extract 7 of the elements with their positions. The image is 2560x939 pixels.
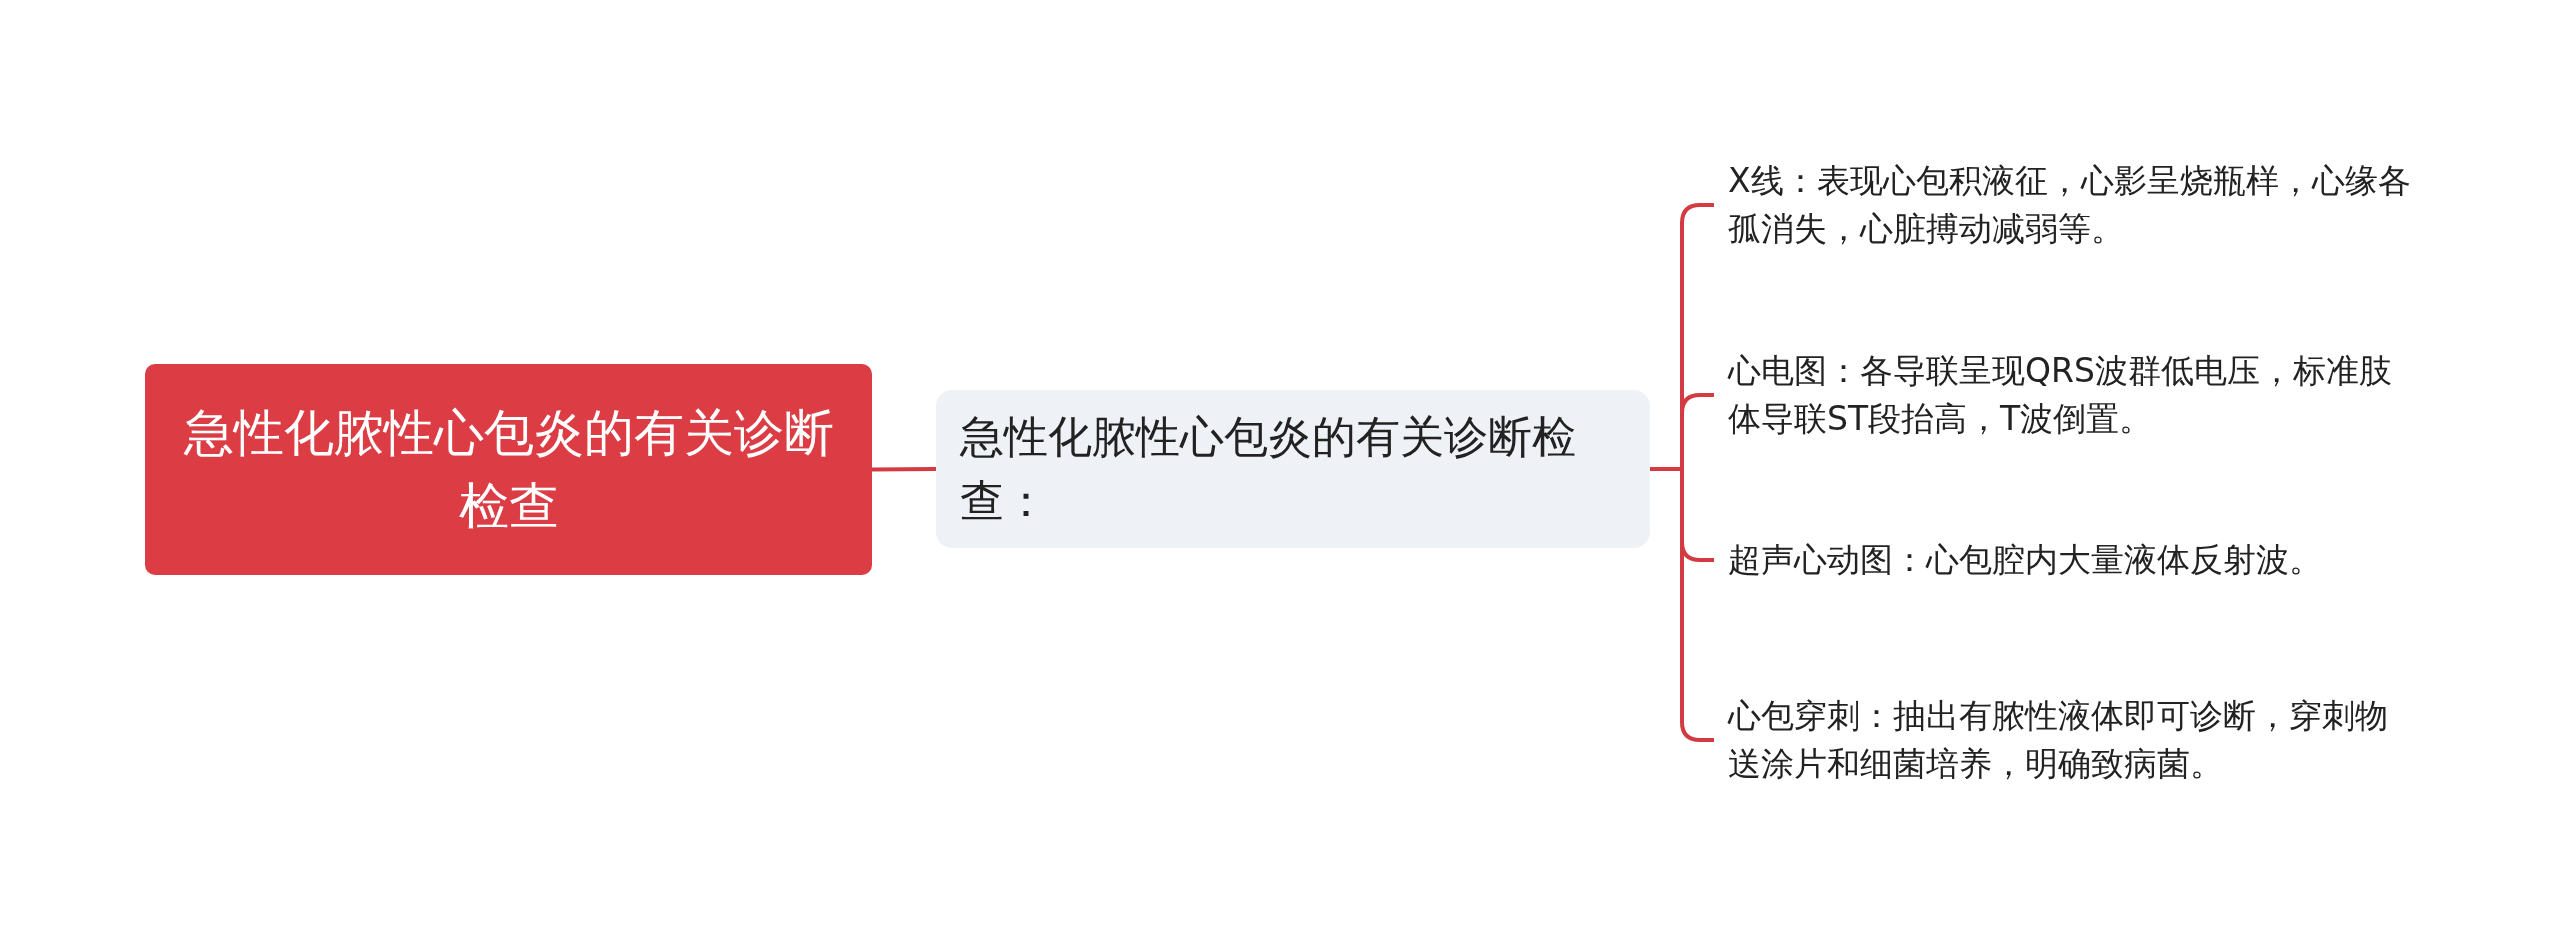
leaf-topic: X线：表现心包积液征，心影呈烧瓶样，心缘各孤消失，心脏搏动减弱等。	[1728, 155, 2418, 255]
subtopic-box: 急性化脓性心包炎的有关诊断检查：	[936, 390, 1650, 548]
leaf-topic: 超声心动图：心包腔内大量液体反射波。	[1728, 535, 2418, 585]
leaf-topic: 心电图：各导联呈现QRS波群低电压，标准肢体导联ST段抬高，T波倒置。	[1728, 345, 2418, 445]
leaf-topic: 心包穿刺：抽出有脓性液体即可诊断，穿刺物送涂片和细菌培养，明确致病菌。	[1728, 690, 2418, 790]
root-topic-box: 急性化脓性心包炎的有关诊断检查	[145, 364, 872, 575]
connector-line	[872, 467, 936, 472]
